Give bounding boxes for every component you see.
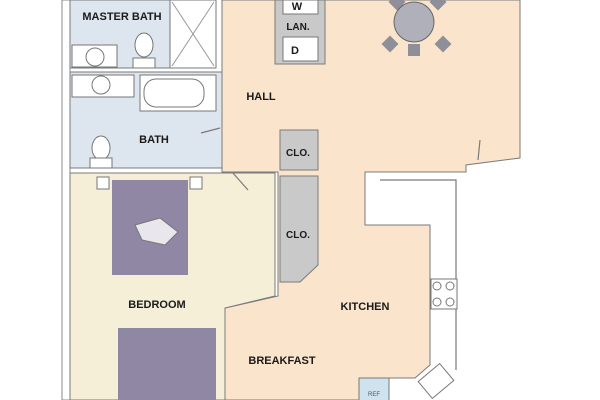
- label-bath: BATH: [139, 134, 169, 146]
- label-breakfast: BREAKFAST: [248, 355, 316, 367]
- label-dryer: D: [291, 45, 299, 57]
- closet-1: [279, 129, 319, 171]
- hall-kitchen-area: [221, 0, 521, 400]
- kitchen-sink: [417, 362, 455, 400]
- door: [200, 127, 221, 134]
- label-closet-1: CLO.: [286, 148, 310, 159]
- door: [477, 139, 481, 161]
- toilet-icon: [91, 135, 111, 161]
- label-kitchen: KITCHEN: [341, 301, 390, 313]
- label-refrigerator: REF: [368, 392, 380, 398]
- exterior-wall: [61, 0, 71, 400]
- sink-icon: [85, 47, 105, 67]
- label-laundry: LAN.: [286, 22, 310, 33]
- label-bedroom: BEDROOM: [128, 299, 185, 311]
- master-bath-room: [69, 0, 171, 69]
- bed: [118, 328, 216, 400]
- label-master-bath: MASTER BATH: [82, 11, 161, 23]
- toilet-icon: [134, 32, 154, 58]
- refrigerator: [358, 377, 390, 400]
- sink-icon: [91, 75, 111, 95]
- label-washer: W: [292, 1, 303, 13]
- label-hall: HALL: [246, 91, 276, 103]
- closet-2: [279, 175, 319, 283]
- door: [231, 171, 249, 191]
- label-closet-2: CLO.: [286, 230, 310, 241]
